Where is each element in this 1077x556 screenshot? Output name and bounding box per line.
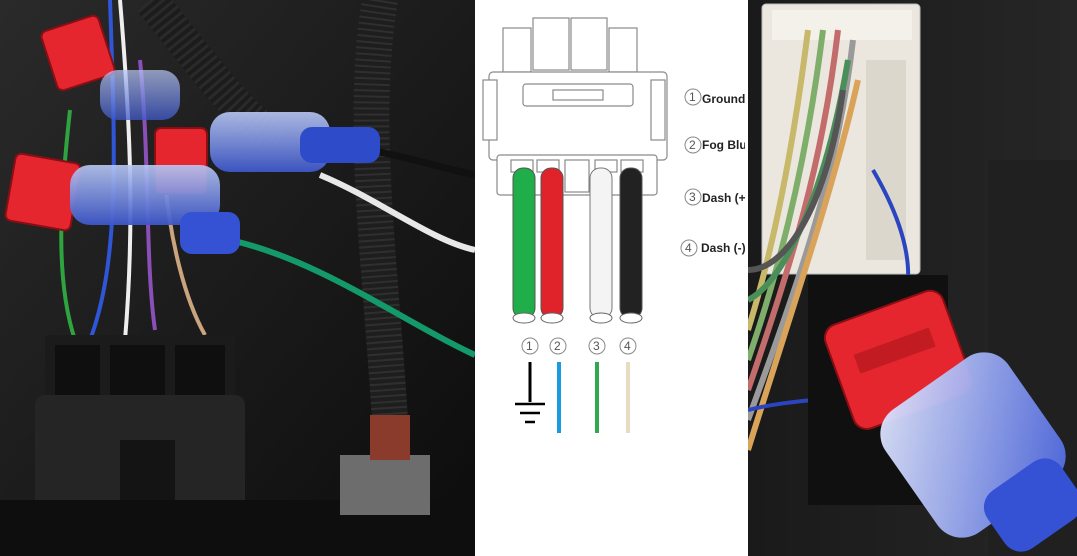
pin-legend-4: 4 Dash (-) (680, 239, 745, 257)
pin-legend-1: 1 Ground (684, 88, 745, 106)
diagram-svg: 1 Ground 2 Fog Blue 3 Dash (+) 4 Dash (-… (482, 17, 745, 433)
connector-pinout-diagram: 1 Ground 2 Fog Blue 3 Dash (+) 4 Dash (-… (475, 0, 745, 556)
legend-label-dash-plus: Dash (+) (702, 191, 745, 205)
ground-symbol-icon (515, 402, 545, 424)
left-photo-wiring-harness (0, 0, 475, 556)
legend-num-3: 3 (689, 190, 696, 204)
bottom-num-4: 4 (624, 339, 631, 353)
bottom-num-1: 1 (526, 339, 533, 353)
bottom-num-3: 3 (593, 339, 600, 353)
legend-label-ground: Ground (702, 92, 745, 106)
legend-num-4: 4 (685, 241, 692, 255)
connector-housing (482, 17, 668, 196)
right-photo-illustration (748, 0, 1077, 556)
bottom-num-2: 2 (554, 339, 561, 353)
pin-legend-2: 2 Fog Blue (684, 136, 745, 154)
legend-num-2: 2 (689, 138, 696, 152)
legend-label-dash-minus: Dash (-) (701, 241, 745, 255)
wire-4-black (619, 167, 643, 319)
left-photo-illustration (0, 0, 475, 556)
pin-legend-3: 3 Dash (+) (684, 188, 745, 206)
legend-label-fog-blue: Fog Blue (702, 138, 745, 152)
legend-num-1: 1 (689, 90, 696, 104)
wire-1-green (512, 167, 536, 319)
bottom-pin-numbers: 1 2 3 4 (521, 337, 637, 355)
wire-2-red (540, 167, 564, 319)
right-photo-connector (748, 0, 1077, 556)
wire-3-white (589, 167, 613, 319)
